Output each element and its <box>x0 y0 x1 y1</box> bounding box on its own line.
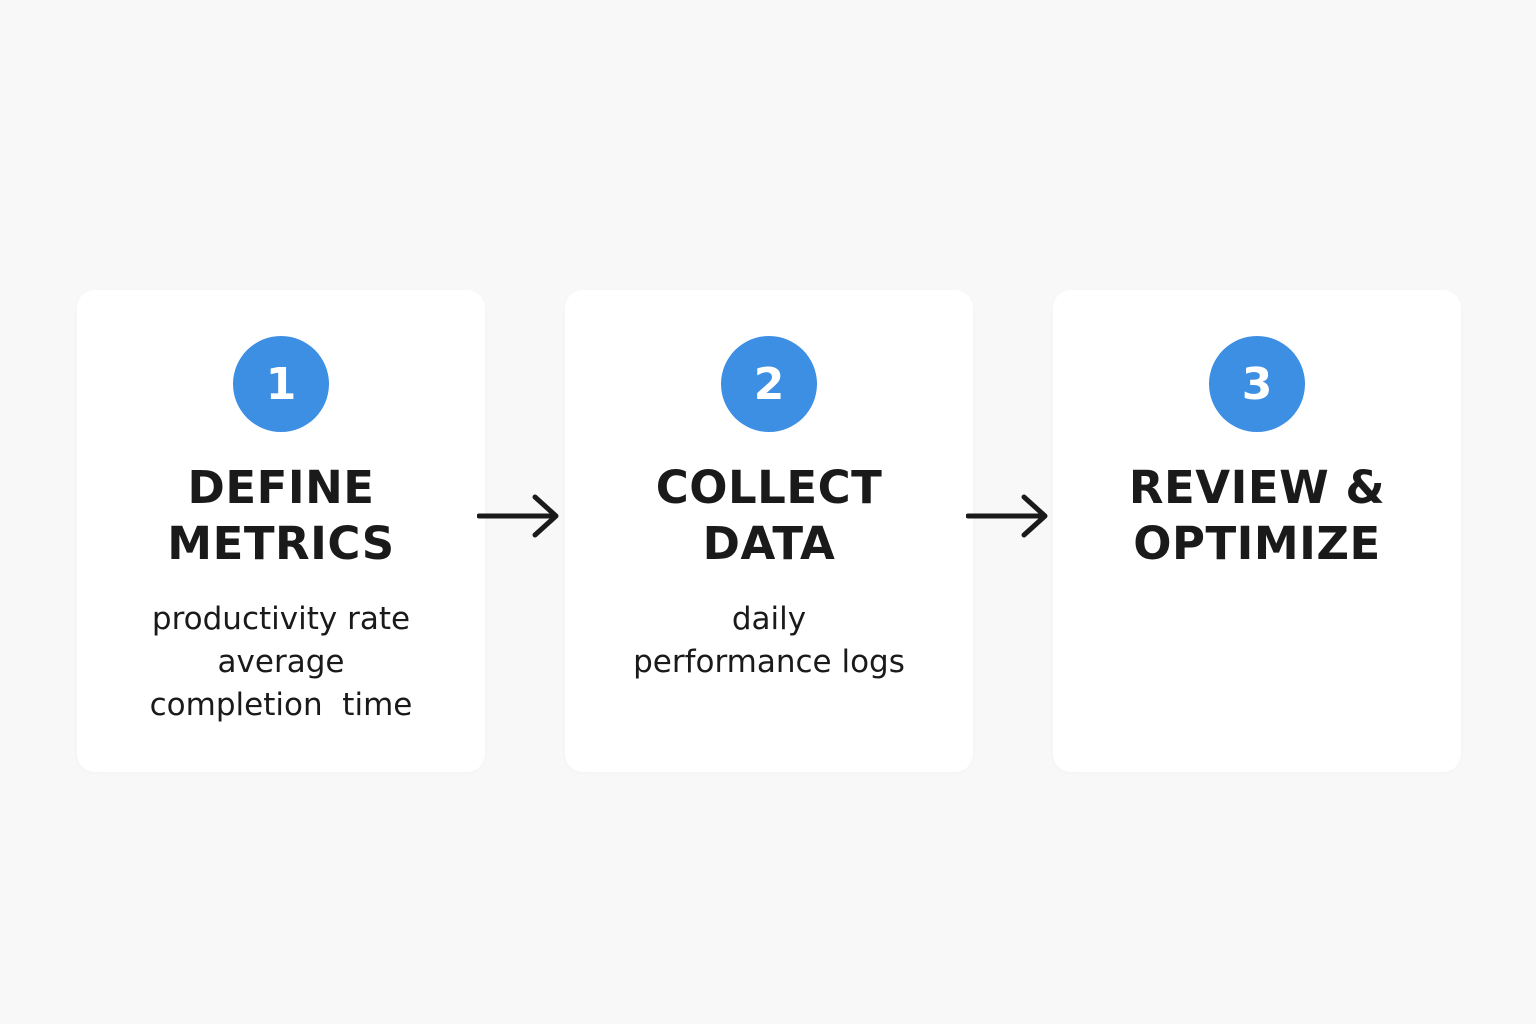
arrow-right-icon <box>966 494 1048 538</box>
step-description-line: average <box>217 644 345 680</box>
step-card-define-metrics: 1 DEFINE METRICS productivity rate avera… <box>77 290 485 772</box>
step-title: REVIEW & OPTIMIZE <box>1053 460 1461 572</box>
step-number-badge: 1 <box>233 336 329 432</box>
step-title: COLLECT DATA <box>565 460 973 572</box>
arrow-right-icon <box>477 494 559 538</box>
step-description-line: performance logs <box>633 644 905 680</box>
step-card-review-optimize: 3 REVIEW & OPTIMIZE <box>1053 290 1461 772</box>
step-description-line: daily <box>731 601 807 637</box>
step-title-line: METRICS <box>167 517 395 570</box>
step-title-line: DATA <box>702 517 836 570</box>
step-title-line: DEFINE <box>187 461 375 514</box>
step-card-collect-data: 2 COLLECT DATA daily performance logs <box>565 290 973 772</box>
step-description-line: productivity rate <box>151 601 411 637</box>
step-description-line: completion time <box>149 687 413 723</box>
step-description: daily performance logs <box>565 598 973 684</box>
step-title-line: REVIEW & <box>1128 461 1386 514</box>
step-title-line: OPTIMIZE <box>1133 517 1381 570</box>
step-number-badge: 2 <box>721 336 817 432</box>
step-number-badge: 3 <box>1209 336 1305 432</box>
step-description: productivity rate average completion tim… <box>77 598 485 727</box>
step-title-line: COLLECT <box>655 461 883 514</box>
step-title: DEFINE METRICS <box>77 460 485 572</box>
